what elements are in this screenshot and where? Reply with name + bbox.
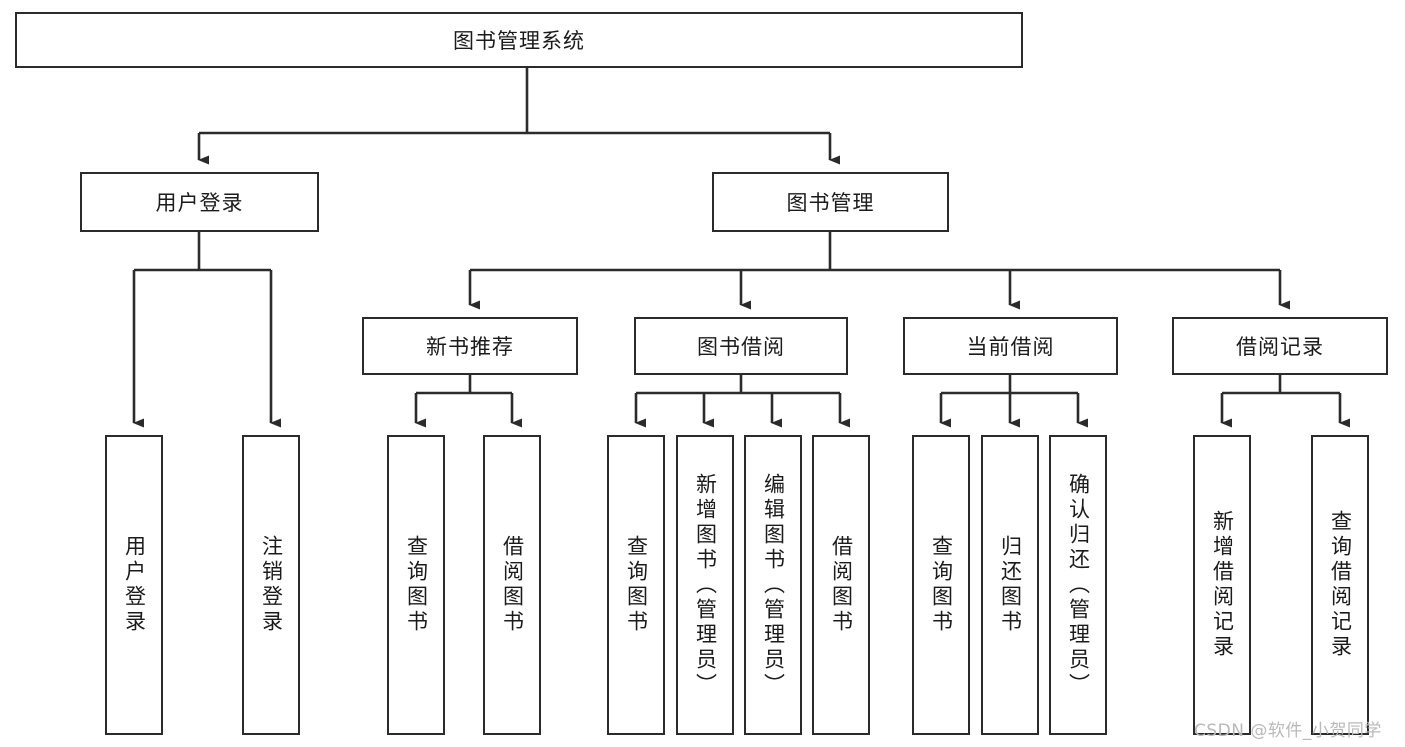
node-root[interactable]: 图书管理系统 <box>15 12 1023 68</box>
node-borrow-record[interactable]: 借阅记录 <box>1172 317 1388 375</box>
node-leaf-query-borrow-record[interactable]: 查询借阅记录 <box>1311 435 1369 735</box>
node-label: 用户登录 <box>122 535 147 635</box>
node-book-management-group[interactable]: 图书管理 <box>712 172 949 232</box>
node-label: 新增图书（管理员） <box>693 472 718 698</box>
node-label: 确认归还（管理员） <box>1066 472 1091 698</box>
node-leaf-logout[interactable]: 注销登录 <box>242 435 300 735</box>
node-book-borrow[interactable]: 图书借阅 <box>634 317 848 375</box>
node-label: 用户登录 <box>155 191 244 215</box>
node-root-label: 图书管理系统 <box>453 29 585 53</box>
node-leaf-add-book-admin[interactable]: 新增图书（管理员） <box>676 435 734 735</box>
node-label: 图书借阅 <box>697 335 785 359</box>
node-leaf-edit-book-admin[interactable]: 编辑图书（管理员） <box>744 435 802 735</box>
node-label: 新增借阅记录 <box>1210 510 1235 660</box>
node-label: 归还图书 <box>998 535 1023 635</box>
node-leaf-borrow-book-2[interactable]: 借阅图书 <box>812 435 870 735</box>
node-label: 编辑图书（管理员） <box>761 472 786 698</box>
node-new-book-recommend[interactable]: 新书推荐 <box>362 317 578 375</box>
node-label: 借阅图书 <box>829 535 854 635</box>
node-label: 图书管理 <box>786 191 875 215</box>
node-leaf-query-book-2[interactable]: 查询图书 <box>607 435 665 735</box>
node-current-borrow[interactable]: 当前借阅 <box>903 317 1118 375</box>
node-leaf-borrow-book-1[interactable]: 借阅图书 <box>483 435 541 735</box>
node-leaf-confirm-return-admin[interactable]: 确认归还（管理员） <box>1049 435 1107 735</box>
node-label: 查询图书 <box>929 535 954 635</box>
node-label: 当前借阅 <box>966 335 1055 359</box>
node-leaf-add-borrow-record[interactable]: 新增借阅记录 <box>1193 435 1251 735</box>
node-user-login-group[interactable]: 用户登录 <box>80 172 319 232</box>
node-leaf-return-book[interactable]: 归还图书 <box>981 435 1039 735</box>
node-label: 新书推荐 <box>426 335 514 359</box>
node-label: 借阅图书 <box>500 535 525 635</box>
node-leaf-user-login[interactable]: 用户登录 <box>105 435 163 735</box>
node-label: 查询图书 <box>624 535 649 635</box>
node-label: 查询图书 <box>404 535 429 635</box>
node-label: 查询借阅记录 <box>1328 510 1353 660</box>
node-leaf-query-book-1[interactable]: 查询图书 <box>387 435 445 735</box>
node-label: 注销登录 <box>259 535 284 635</box>
watermark: CSDN @软件_小贺同学 <box>1194 721 1382 741</box>
node-label: 借阅记录 <box>1236 335 1324 359</box>
node-leaf-query-book-3[interactable]: 查询图书 <box>912 435 970 735</box>
